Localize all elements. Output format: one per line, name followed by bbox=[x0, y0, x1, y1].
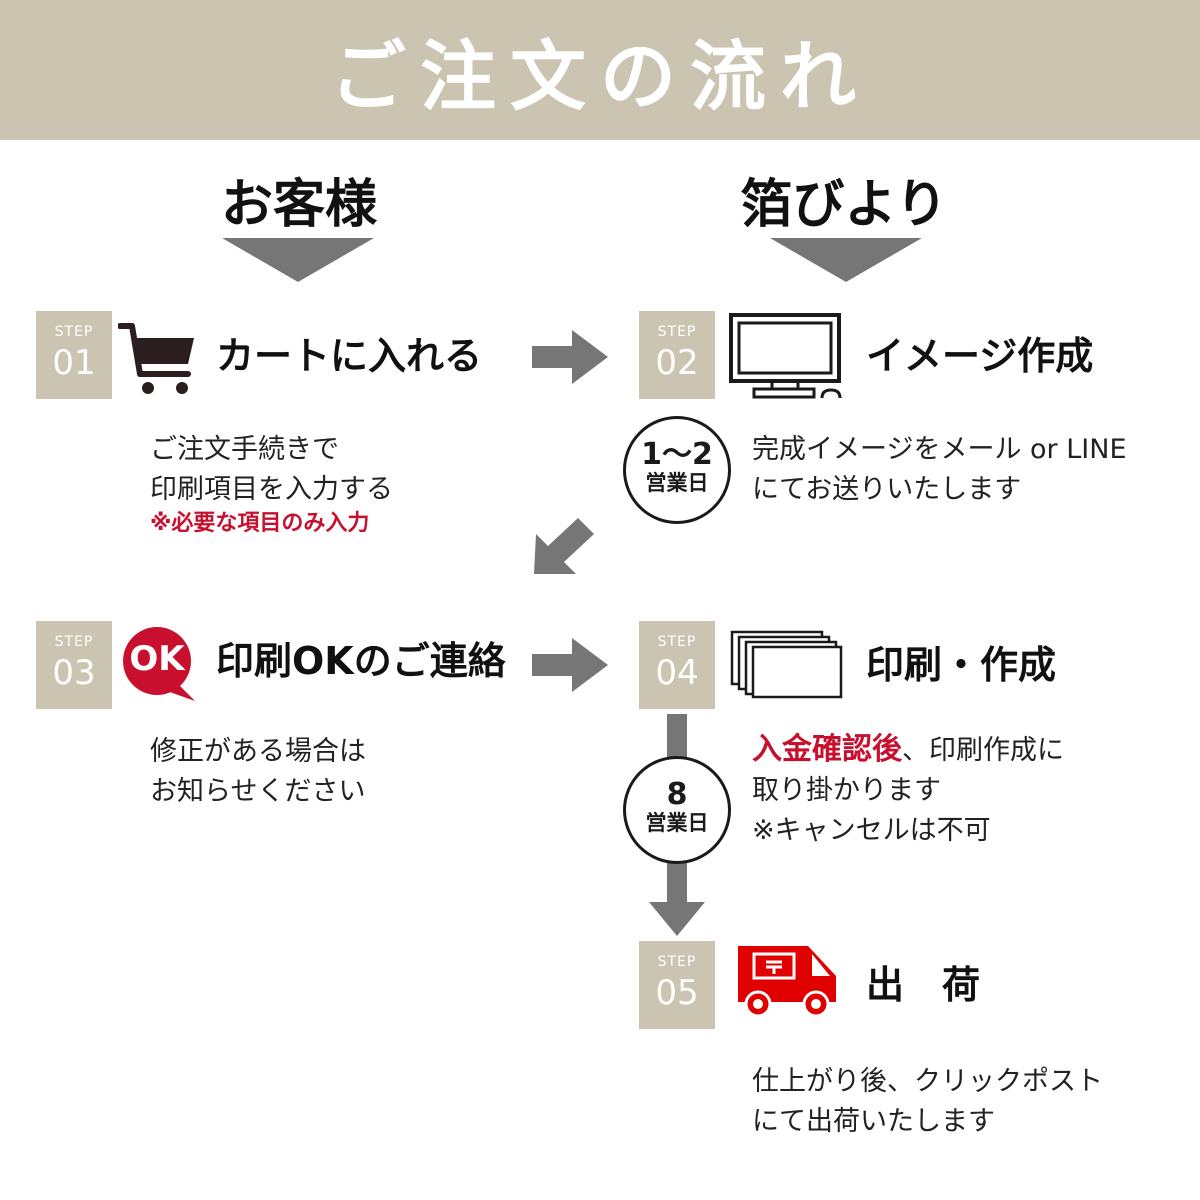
delivery-truck-icon bbox=[738, 946, 836, 1018]
step-title-01: カートに入れる bbox=[216, 334, 483, 378]
step-label: STEP bbox=[657, 954, 697, 970]
connector-line bbox=[667, 858, 687, 904]
desc-line: 入金確認後、印刷作成に bbox=[752, 730, 1064, 771]
desc-line: 取り掛かります bbox=[752, 775, 941, 806]
down-arrow-icon bbox=[770, 238, 922, 282]
duration-days: 1〜2 bbox=[641, 437, 713, 472]
duration-unit: 営業日 bbox=[645, 811, 709, 835]
right-arrow-icon bbox=[532, 638, 608, 692]
step-title-02: イメージ作成 bbox=[866, 334, 1094, 378]
column-title-customer: お客様 bbox=[220, 175, 377, 235]
step-description-03: 修正がある場合は お知らせください bbox=[150, 732, 366, 812]
step-number: 04 bbox=[655, 653, 699, 693]
duration-badge-2: 8 営業日 bbox=[623, 756, 731, 864]
required-note: ※必要な項目のみ入力 bbox=[150, 511, 370, 536]
speech-bubble-icon bbox=[123, 627, 195, 701]
monitor-icon bbox=[729, 313, 842, 399]
step-label: STEP bbox=[54, 634, 94, 650]
step-title-04: 印刷・作成 bbox=[866, 643, 1057, 687]
step-title-03: 印刷OKのご連絡 bbox=[216, 639, 506, 683]
duration-days: 8 bbox=[666, 777, 688, 812]
down-arrow-icon bbox=[649, 902, 705, 936]
step-description-02: 完成イメージをメール or LINE にてお送りいたします bbox=[752, 430, 1127, 510]
step-description-05: 仕上がり後、クリックポスト にて出荷いたします bbox=[752, 1062, 1103, 1142]
step-number: 05 bbox=[655, 973, 699, 1013]
step-badge-03: STEP 03 bbox=[36, 621, 112, 709]
desc-line: 印刷項目を入力する bbox=[150, 474, 393, 505]
step-description-04: 入金確認後、印刷作成に 取り掛かります ※キャンセルは不可 bbox=[752, 730, 1064, 851]
down-arrow-icon bbox=[222, 238, 374, 282]
desc-line: 完成イメージをメール or LINE bbox=[752, 434, 1127, 465]
connector-line bbox=[667, 714, 687, 764]
payment-highlight: 入金確認後 bbox=[752, 732, 902, 767]
step-label: STEP bbox=[657, 324, 697, 340]
header-banner: ご注文の流れ bbox=[0, 0, 1200, 140]
step-badge-01: STEP 01 bbox=[36, 311, 112, 399]
step-badge-02: STEP 02 bbox=[639, 311, 715, 399]
step-title-05: 出 荷 bbox=[866, 963, 981, 1007]
step-badge-04: STEP 04 bbox=[639, 621, 715, 709]
column-title-shop: 箔びより bbox=[740, 175, 948, 235]
desc-line: にてお送りいたします bbox=[752, 474, 1022, 505]
desc-text: 、印刷作成に bbox=[902, 735, 1064, 766]
duration-unit: 営業日 bbox=[645, 471, 709, 495]
page-title: ご注文の流れ bbox=[330, 32, 870, 121]
desc-line: ご注文手続きで bbox=[150, 434, 339, 465]
ok-speech-bubble-icon: OK bbox=[119, 625, 199, 705]
desc-line: 仕上がり後、クリックポスト bbox=[752, 1066, 1103, 1097]
desc-line: 修正がある場合は bbox=[150, 736, 366, 767]
diagonal-arrow-icon bbox=[534, 518, 594, 574]
desc-line: ※キャンセルは不可 bbox=[752, 815, 991, 846]
desc-line: お知らせください bbox=[150, 776, 366, 807]
shopping-cart-icon bbox=[118, 323, 194, 394]
desc-line: にて出荷いたします bbox=[752, 1106, 995, 1137]
step-label: STEP bbox=[54, 324, 94, 340]
step-number: 03 bbox=[52, 653, 96, 693]
step-badge-05: STEP 05 bbox=[639, 941, 715, 1029]
step-number: 02 bbox=[655, 343, 699, 383]
ok-badge-text: OK bbox=[129, 639, 185, 679]
right-arrow-icon bbox=[532, 330, 608, 384]
step-number: 01 bbox=[52, 343, 96, 383]
paper-stack-icon bbox=[730, 630, 843, 699]
step-description-01: ご注文手続きで 印刷項目を入力する ※必要な項目のみ入力 bbox=[150, 430, 393, 538]
step-label: STEP bbox=[657, 634, 697, 650]
duration-badge-1: 1〜2 営業日 bbox=[623, 416, 731, 524]
